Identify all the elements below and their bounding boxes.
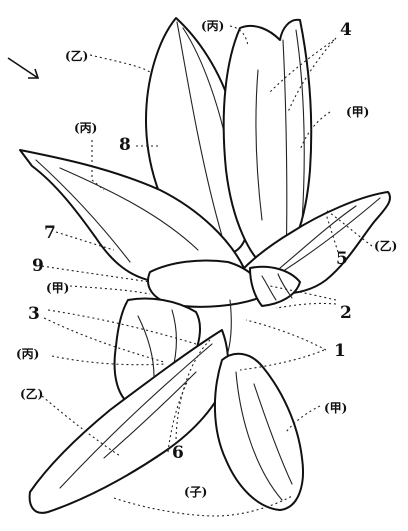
- flower-center: [228, 300, 231, 352]
- label-top-otsu: (乙): [65, 49, 88, 63]
- label-bottom-ko: (甲): [324, 401, 347, 415]
- label-6: 6: [172, 443, 184, 463]
- label-5: 5: [336, 249, 348, 269]
- label-3: 3: [28, 304, 40, 324]
- label-left-hei-2: (丙): [16, 347, 39, 361]
- label-9: 9: [32, 256, 44, 276]
- label-right-ko: (甲): [346, 105, 369, 119]
- label-4: 4: [340, 20, 352, 40]
- label-left-hei: (丙): [74, 121, 97, 135]
- petal-1: [215, 354, 303, 510]
- label-left-ko: (甲): [46, 281, 69, 295]
- label-2: 2: [340, 303, 352, 323]
- label-bottom-shi: (子): [184, 485, 207, 499]
- direction-arrow: [8, 58, 38, 78]
- label-1: 1: [334, 341, 346, 361]
- label-8: 8: [119, 135, 131, 155]
- label-bottom-otsu: (乙): [20, 387, 43, 401]
- label-right-otsu: (乙): [374, 239, 397, 253]
- label-7: 7: [44, 223, 56, 243]
- label-top-hei: (丙): [201, 19, 224, 33]
